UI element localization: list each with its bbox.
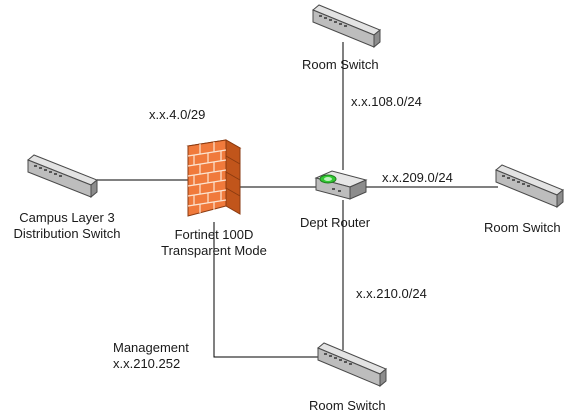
subnet-label-right: x.x.209.0/24 bbox=[382, 170, 453, 185]
management-label-line2: x.x.210.252 bbox=[113, 356, 181, 371]
firewall-icon bbox=[186, 139, 242, 217]
management-label: Management x.x.210.252 bbox=[113, 340, 189, 372]
campus-switch-label-line1: Campus Layer 3 bbox=[19, 210, 115, 225]
room-switch-bottom-label: Room Switch bbox=[309, 398, 386, 413]
router-icon bbox=[314, 170, 368, 200]
firewall-label: Fortinet 100D Transparent Mode bbox=[147, 227, 281, 259]
room-switch-right-label: Room Switch bbox=[484, 220, 561, 235]
campus-switch-label: Campus Layer 3 Distribution Switch bbox=[0, 210, 134, 242]
room-switch-right bbox=[492, 162, 564, 210]
subnet-label-firewall: x.x.4.0/29 bbox=[149, 107, 206, 122]
subnet-label-bottom: x.x.210.0/24 bbox=[356, 286, 427, 301]
firewall-label-line2: Transparent Mode bbox=[161, 243, 267, 258]
room-switch-bottom bbox=[314, 340, 388, 390]
router-label: Dept Router bbox=[300, 215, 371, 230]
campus-switch bbox=[22, 152, 98, 199]
subnet-label-top: x.x.108.0/24 bbox=[351, 94, 422, 109]
switch-icon bbox=[312, 4, 381, 49]
switch-icon bbox=[495, 164, 564, 209]
campus-switch-label-line2: Distribution Switch bbox=[13, 226, 121, 241]
dept-router bbox=[312, 168, 370, 202]
firewall-device bbox=[186, 136, 242, 224]
management-label-line1: Management bbox=[113, 340, 189, 355]
switch-icon bbox=[27, 154, 98, 199]
room-switch-top bbox=[309, 2, 381, 49]
link-management bbox=[213, 222, 318, 358]
firewall-label-line1: Fortinet 100D bbox=[174, 227, 254, 242]
room-switch-top-label: Room Switch bbox=[302, 57, 379, 72]
switch-icon bbox=[317, 342, 387, 388]
